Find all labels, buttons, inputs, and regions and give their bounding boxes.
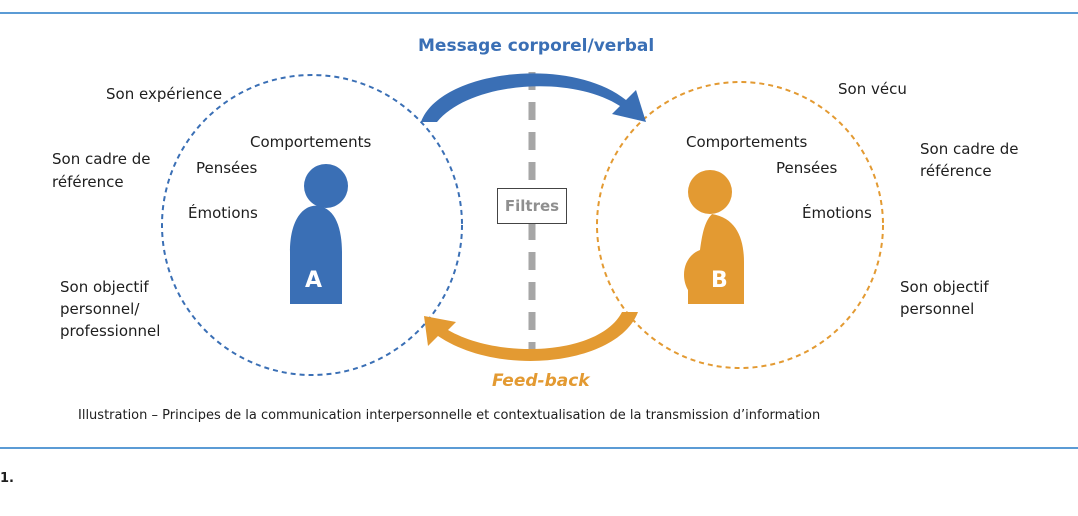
a-frame-1: Son cadre de	[52, 150, 151, 168]
b-goal-1: Son objectif	[900, 278, 989, 296]
bottom-rule	[0, 447, 1078, 449]
feedback-arrow	[424, 312, 638, 361]
top-rule	[0, 12, 1078, 14]
a-experience: Son expérience	[106, 85, 223, 103]
b-frame-1: Son cadre de	[920, 140, 1019, 158]
message-label: Message corporel/verbal	[418, 36, 655, 56]
person-b-figure	[684, 170, 744, 304]
message-arrow	[421, 73, 646, 122]
a-emotions: Émotions	[188, 204, 258, 222]
person-a-letter: A	[305, 268, 323, 293]
filter-box: Filtres	[497, 188, 567, 224]
footnote-number: 1.	[0, 471, 14, 486]
b-thoughts: Pensées	[776, 159, 838, 177]
circle-b	[596, 81, 884, 369]
filter-label: Filtres	[504, 197, 560, 215]
a-frame-2: référence	[52, 173, 124, 191]
feedback-label: Feed-back	[492, 371, 590, 391]
a-thoughts: Pensées	[196, 159, 258, 177]
b-emotions: Émotions	[802, 204, 872, 222]
b-goal-2: personnel	[900, 300, 975, 318]
a-goal-3: professionnel	[60, 322, 161, 340]
b-frame-2: référence	[920, 162, 992, 180]
circle-a	[161, 74, 463, 376]
a-goal-2: personnel/	[60, 300, 140, 318]
a-goal-1: Son objectif	[60, 278, 149, 296]
b-lived: Son vécu	[838, 80, 907, 98]
a-behaviors: Comportements	[250, 133, 372, 151]
person-a-figure	[290, 164, 348, 304]
person-b-letter: B	[711, 268, 728, 293]
figure-caption: Illustration – Principes de la communica…	[78, 408, 821, 423]
b-behaviors: Comportements	[686, 133, 808, 151]
